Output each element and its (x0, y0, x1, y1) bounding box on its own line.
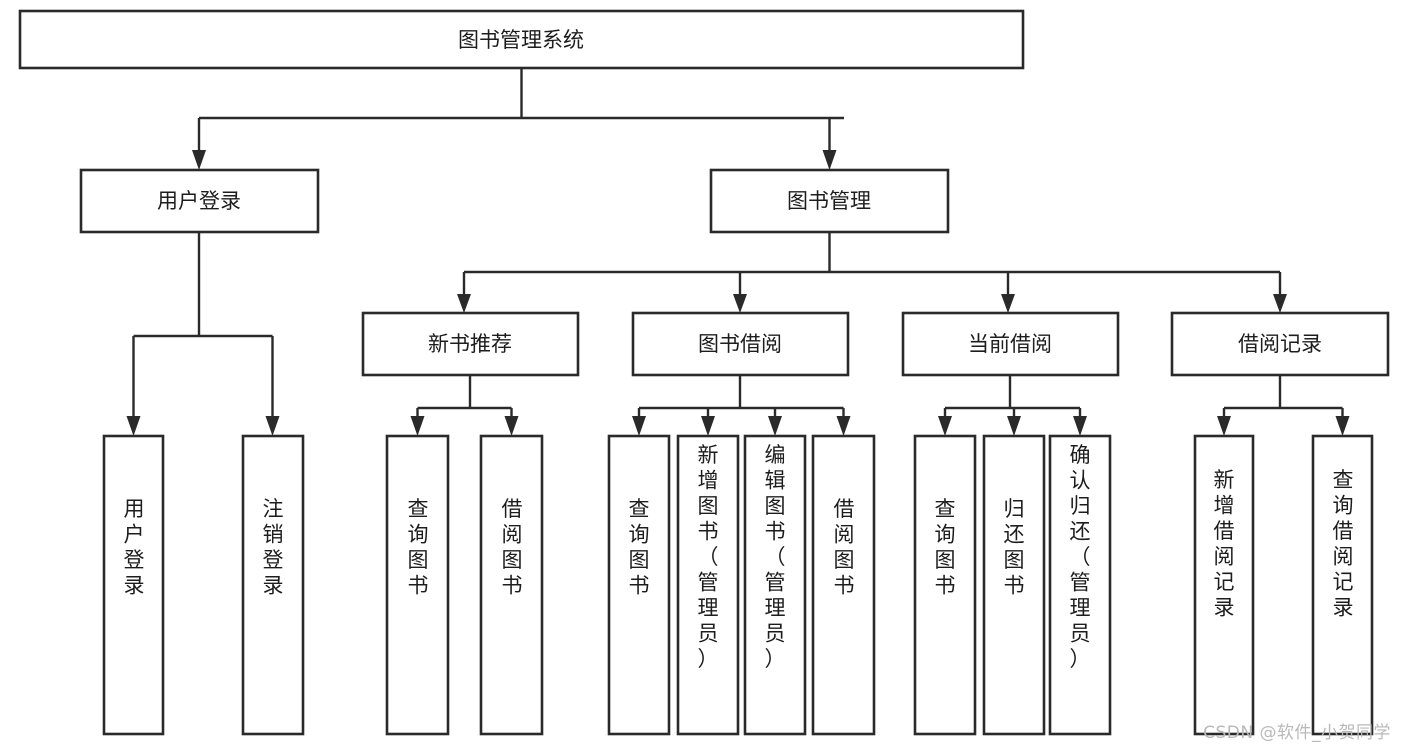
arrow-head-leaf-borrow-book-bor (836, 416, 851, 436)
leaf-edit-book-admin-label: 编辑图书（管理员） (765, 443, 786, 671)
leaf-borrow-book-recommend-label: 借阅图书 (502, 497, 523, 598)
arrow-head-leaf-logout-login (265, 416, 280, 436)
leaf-add-borrow-record[interactable]: 新增借阅记录 (1193, 434, 1255, 736)
node-book-borrow-box[interactable] (631, 311, 850, 377)
arrow-head-leaf-user-login (126, 416, 141, 436)
arrow-head-new-book-recommend (457, 294, 471, 313)
arrow-head-leaf-return-book (1007, 416, 1021, 436)
node-borrow-record-box[interactable] (1170, 311, 1390, 377)
arrow-head-leaf-edit-book-admin (768, 416, 782, 436)
leaf-query-book-recommend-box[interactable] (385, 434, 450, 736)
node-user-login-box[interactable] (79, 168, 320, 234)
leaf-query-book-borrow[interactable]: 查询图书 (607, 434, 671, 736)
leaf-edit-book-admin[interactable]: 编辑图书（管理员） (743, 434, 807, 736)
node-book-manage[interactable]: 图书管理 (709, 168, 950, 234)
leaf-borrow-book-recommend-box[interactable] (479, 434, 544, 736)
leaf-user-login[interactable]: 用户登录 (102, 434, 165, 736)
arrow-head-leaf-query-book-cur (938, 416, 952, 436)
leaf-query-book-recommend-label: 查询图书 (408, 497, 429, 598)
node-book-manage-box[interactable] (709, 168, 950, 234)
node-new-book-recommend-label: 新书推荐 (428, 332, 512, 356)
leaf-borrow-book-recommend[interactable]: 借阅图书 (479, 434, 544, 736)
node-book-borrow[interactable]: 图书借阅 (631, 311, 850, 377)
leaf-return-book[interactable]: 归还图书 (982, 434, 1046, 736)
connectors-book-borrow-to-leaves (632, 375, 851, 436)
leaf-borrow-book-borrow-label: 借阅图书 (834, 497, 855, 598)
connectors-new-book-recommend-to-leaves (410, 375, 519, 436)
leaf-logout-login-box[interactable] (241, 434, 305, 736)
arrow-head-leaf-add-book-admin (701, 416, 715, 436)
node-new-book-recommend-box[interactable] (361, 311, 580, 377)
arrow-head-leaf-query-book-rec (410, 416, 425, 436)
arrow-head-user-login (192, 150, 206, 170)
leaf-add-book-admin[interactable]: 新增图书（管理员） (676, 434, 740, 736)
node-book-manage-label: 图书管理 (787, 189, 871, 213)
arrow-head-leaf-add-borrow-record (1217, 416, 1231, 436)
leaf-confirm-return-admin-label: 确认归还（管理员） (1070, 443, 1091, 671)
leaf-query-book-borrow-box[interactable] (607, 434, 671, 736)
csdn-watermark: CSDN @软件_小贺同学 (1203, 723, 1391, 743)
node-current-borrow-label: 当前借阅 (968, 332, 1052, 356)
node-borrow-record[interactable]: 借阅记录 (1170, 311, 1390, 377)
arrow-head-leaf-query-book-bor (632, 416, 646, 436)
leaf-logout-login[interactable]: 注销登录 (241, 434, 305, 736)
leaf-borrow-book-borrow[interactable]: 借阅图书 (811, 434, 876, 736)
arrow-head-current-borrow (1001, 294, 1015, 313)
leaf-add-book-admin-label: 新增图书（管理员） (698, 443, 719, 671)
leaf-edit-book-admin-box[interactable] (743, 434, 807, 736)
leaf-query-book-recommend[interactable]: 查询图书 (385, 434, 450, 736)
leaf-user-login-box[interactable] (102, 434, 165, 736)
node-root[interactable]: 图书管理系统 (18, 9, 1025, 70)
leaf-confirm-return-admin[interactable]: 确认归还（管理员） (1048, 434, 1112, 736)
leaf-query-book-current-label: 查询图书 (935, 497, 956, 598)
leaf-query-book-current-box[interactable] (913, 434, 977, 736)
leaf-confirm-return-admin-box[interactable] (1048, 434, 1112, 736)
leaf-query-book-current[interactable]: 查询图书 (913, 434, 977, 736)
node-current-borrow[interactable]: 当前借阅 (901, 311, 1120, 377)
leaf-logout-login-label: 注销登录 (263, 497, 284, 598)
node-borrow-record-label: 借阅记录 (1238, 332, 1322, 356)
leaf-add-borrow-record-box[interactable] (1193, 434, 1255, 736)
node-user-login-label: 用户登录 (157, 189, 241, 213)
leaf-return-book-label: 归还图书 (1004, 497, 1025, 598)
arrow-head-book-borrow (733, 294, 747, 313)
node-new-book-recommend[interactable]: 新书推荐 (361, 311, 580, 377)
arrow-head-book-manage (822, 150, 837, 170)
leaf-add-borrow-record-label: 新增借阅记录 (1214, 468, 1235, 620)
node-root-label: 图书管理系统 (458, 28, 584, 52)
leaf-user-login-label: 用户登录 (124, 497, 145, 598)
leaf-return-book-box[interactable] (982, 434, 1046, 736)
connectors-root-to-level2 (192, 68, 844, 170)
arrow-head-leaf-borrow-book-rec (504, 416, 519, 436)
arrow-head-leaf-query-borrow-record (1335, 416, 1350, 436)
leaf-query-borrow-record-label: 查询借阅记录 (1333, 468, 1354, 620)
arrow-head-leaf-confirm-return (1073, 416, 1087, 436)
node-user-login[interactable]: 用户登录 (79, 168, 320, 234)
connectors-current-borrow-to-leaves (938, 375, 1087, 436)
leaf-add-book-admin-box[interactable] (676, 434, 740, 736)
node-book-borrow-label: 图书借阅 (698, 332, 782, 356)
node-root-box[interactable] (18, 9, 1025, 70)
leaf-query-borrow-record-box[interactable] (1311, 434, 1374, 736)
leaf-query-borrow-record[interactable]: 查询借阅记录 (1311, 434, 1374, 736)
arrow-head-borrow-record (1273, 294, 1287, 313)
leaf-query-book-borrow-label: 查询图书 (629, 497, 650, 598)
node-current-borrow-box[interactable] (901, 311, 1120, 377)
connectors-borrow-record-to-leaves (1217, 375, 1350, 436)
connectors-user-login-to-leaves (126, 232, 280, 436)
connectors-book-manage-to-level3 (457, 232, 1287, 313)
leaf-borrow-book-borrow-box[interactable] (811, 434, 876, 736)
